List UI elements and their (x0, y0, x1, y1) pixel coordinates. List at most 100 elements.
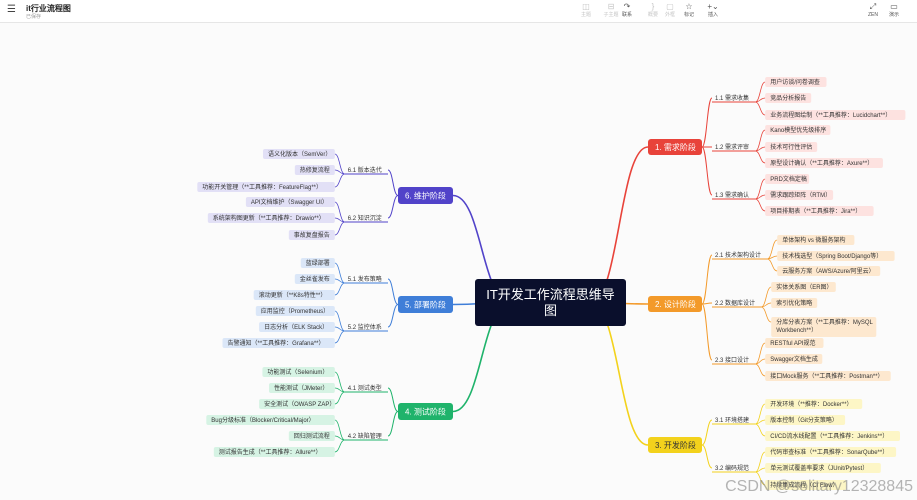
leaf-node[interactable]: 单元测试覆盖率要求（JUnit/Pytest） (765, 463, 881, 473)
leaf-node-label: 安全测试（OWASP ZAP） (264, 400, 335, 408)
group-node[interactable]: 4.2 缺陷管理 (344, 432, 388, 441)
document-title[interactable]: it行业流程图 (26, 4, 71, 13)
connector-line (701, 419, 713, 446)
group-node[interactable]: 2.2 数据库设计 (712, 299, 762, 308)
leaf-node[interactable]: 性能测试（JMeter） (269, 383, 335, 393)
leaf-node[interactable]: 事故复盘报告 (288, 230, 335, 240)
toolbar-plus-button[interactable]: +⌄插入 (700, 2, 726, 22)
leaf-node[interactable]: CI/CD流水线配置（**工具推荐：Jenkins**） (765, 431, 900, 441)
leaf-node[interactable]: 功能测试（Selenium） (262, 367, 335, 377)
leaf-node[interactable]: 索引优化策略 (771, 298, 818, 308)
leaf-node[interactable]: 用户访谈/问卷调查 (765, 77, 827, 87)
leaf-node-label: 版本控制（Git分支策略） (770, 416, 838, 424)
leaf-node[interactable]: 原型设计确认（**工具推荐：Axure**） (765, 158, 883, 168)
leaf-node[interactable]: 技术栈选型（Spring Boot/Django等） (777, 251, 895, 261)
toolbar-button-label: 标记 (683, 12, 694, 18)
connector-line (767, 255, 778, 260)
toolbar-summary-button[interactable]: }概要 (640, 2, 666, 22)
menu-icon[interactable]: ☰ (7, 4, 16, 15)
connector-line (334, 153, 345, 175)
group-node[interactable]: 1.3 需求确认 (712, 191, 756, 200)
group-node-label: 4.1 测试类型 (348, 384, 382, 392)
group-node[interactable]: 3.2 编码规范 (712, 464, 756, 473)
leaf-node[interactable]: 持续集成流程（CI Flow） (765, 480, 847, 490)
group-node[interactable]: 2.3 接口设计 (712, 356, 756, 365)
group-node[interactable]: 3.1 环境搭建 (712, 416, 756, 425)
leaf-node[interactable]: 竞品分析报告 (765, 93, 812, 103)
leaf-node[interactable]: 测试报告生成（**工具推荐：Allure**） (213, 447, 335, 457)
leaf-node-box (288, 431, 335, 441)
group-node[interactable]: 4.1 测试类型 (344, 384, 388, 393)
leaf-node-box (765, 77, 827, 87)
leaf-node[interactable]: API文档维护（Swagger UI） (245, 197, 335, 207)
leaf-node[interactable]: 业务流程图绘制（**工具推荐：Lucidchart**） (765, 110, 906, 120)
group-node-label: 1.2 需求评审 (715, 143, 749, 151)
group-node[interactable]: 1.1 需求收集 (712, 94, 756, 103)
leaf-node[interactable]: 云服务方案（AWS/Azure/阿里云） (777, 266, 881, 276)
leaf-node[interactable]: 功能开关管理（**工具推荐：FeatureFlag**） (197, 182, 335, 192)
leaf-node[interactable]: 实体关系图（ER图） (771, 282, 836, 292)
leaf-node[interactable]: 安全测试（OWASP ZAP） (259, 399, 335, 409)
leaf-node-box (771, 298, 818, 308)
group-node[interactable]: 5.1 发布策略 (344, 275, 388, 284)
leaf-node[interactable]: 代码审查标准（**工具推荐：SonarQube**） (765, 447, 897, 457)
group-node[interactable]: 6.2 知识沉淀 (344, 214, 388, 223)
stage-node-2[interactable]: 2. 设计阶段 (648, 296, 702, 312)
leaf-node[interactable]: 语义化版本（SemVer） (263, 149, 335, 159)
leaf-node[interactable]: 系统架构图更新（**工具推荐：Drawio**） (207, 213, 335, 223)
mindmap-canvas[interactable]: 1. 需求阶段 1.1 需求收集用户访谈/问卷调查竞品分析报告业务流程图绘制（**… (0, 22, 917, 500)
leaf-node[interactable]: 热修复流程 (294, 165, 335, 175)
stage-node-5[interactable]: 5. 部署阶段 (398, 296, 453, 313)
leaf-node[interactable]: 滚动更新（**K8s特性**） (253, 290, 335, 300)
toolbar-star-button[interactable]: ☆标记 (676, 2, 702, 22)
leaf-node[interactable]: 应用监控（Prometheus） (255, 306, 335, 316)
leaf-node[interactable]: 接口Mock服务（**工具推荐：Postman**） (765, 371, 891, 381)
leaf-node[interactable]: 告警通知（**工具推荐：Grafana**） (222, 338, 335, 348)
connector-line (701, 444, 713, 469)
group-node[interactable]: 5.2 监控体系 (344, 323, 388, 332)
leaf-node[interactable]: 开发环境（**推荐：Docker**） (765, 399, 863, 409)
leaf-node-label: Swagger文档生成 (770, 355, 818, 363)
leaf-node[interactable]: RESTful API规范 (765, 338, 824, 348)
connector-line (334, 330, 345, 344)
toolbar-button-label: 子主题 (603, 12, 619, 18)
connector-line (387, 195, 399, 219)
leaf-node-label: Bug分级标准（Blocker/Critical/Major） (211, 416, 314, 424)
leaf-node[interactable]: 金丝雀发布 (294, 274, 335, 284)
leaf-node[interactable]: 日志分析（ELK Stack） (259, 322, 335, 332)
stage-node-6[interactable]: 6. 维护阶段 (398, 187, 453, 204)
toolbar-present-button[interactable]: ▭演示 (881, 2, 907, 22)
leaf-node[interactable]: 技术可行性评估 (765, 142, 818, 152)
stage-node-1[interactable]: 1. 需求阶段 (648, 139, 702, 155)
leaf-node-box (765, 371, 891, 381)
leaf-node-label: 金丝雀发布 (300, 275, 330, 283)
leaf-node[interactable]: Kano模型优先级排序 (765, 125, 831, 135)
stage-node-4[interactable]: 4. 测试阶段 (398, 403, 453, 420)
leaf-node-label: API文档维护（Swagger UI） (251, 198, 328, 206)
connector-line (334, 419, 345, 441)
leaf-node[interactable]: PRD文档定稿 (765, 174, 810, 184)
leaf-node[interactable]: 版本控制（Git分支策略） (765, 415, 846, 425)
leaf-node[interactable]: Bug分级标准（Blocker/Critical/Major） (206, 415, 335, 425)
group-node[interactable]: 2.1 技术架构设计 (712, 251, 768, 260)
toolbar-zen-button[interactable]: ⤢ZEN (860, 2, 886, 22)
stage-node-3[interactable]: 3. 开发阶段 (648, 437, 702, 453)
group-node[interactable]: 6.1 版本迭代 (344, 166, 388, 175)
leaf-node[interactable]: 单体架构 vs 微服务架构 (777, 235, 855, 245)
toolbar-boundary-button[interactable]: ▢外框 (657, 2, 683, 22)
leaf-node[interactable]: 项目排期表（**工具推荐：Jira**） (765, 206, 874, 216)
group-node-label: 2.3 接口设计 (715, 356, 749, 364)
toolbar-theme-button[interactable]: ◫主题 (573, 2, 599, 22)
leaf-node-label: 测试报告生成（**工具推荐：Allure**） (219, 448, 322, 456)
leaf-node-box (765, 206, 874, 216)
leaf-node[interactable]: 蓝绿部署 (300, 258, 335, 268)
root-node[interactable]: IT开发工作流程思维导图 (475, 279, 626, 326)
toolbar-subtopic-button[interactable]: ⊟子主题 (598, 2, 624, 22)
leaf-node[interactable]: 回归测试流程 (288, 431, 335, 441)
leaf-node[interactable]: 需求跟踪矩阵（RTM） (765, 190, 834, 200)
leaf-node[interactable]: Swagger文档生成 (765, 354, 823, 364)
stage-node-box (648, 139, 702, 155)
toolbar-relation-button[interactable]: ↷联系 (614, 2, 640, 22)
group-node[interactable]: 1.2 需求评审 (712, 143, 756, 152)
